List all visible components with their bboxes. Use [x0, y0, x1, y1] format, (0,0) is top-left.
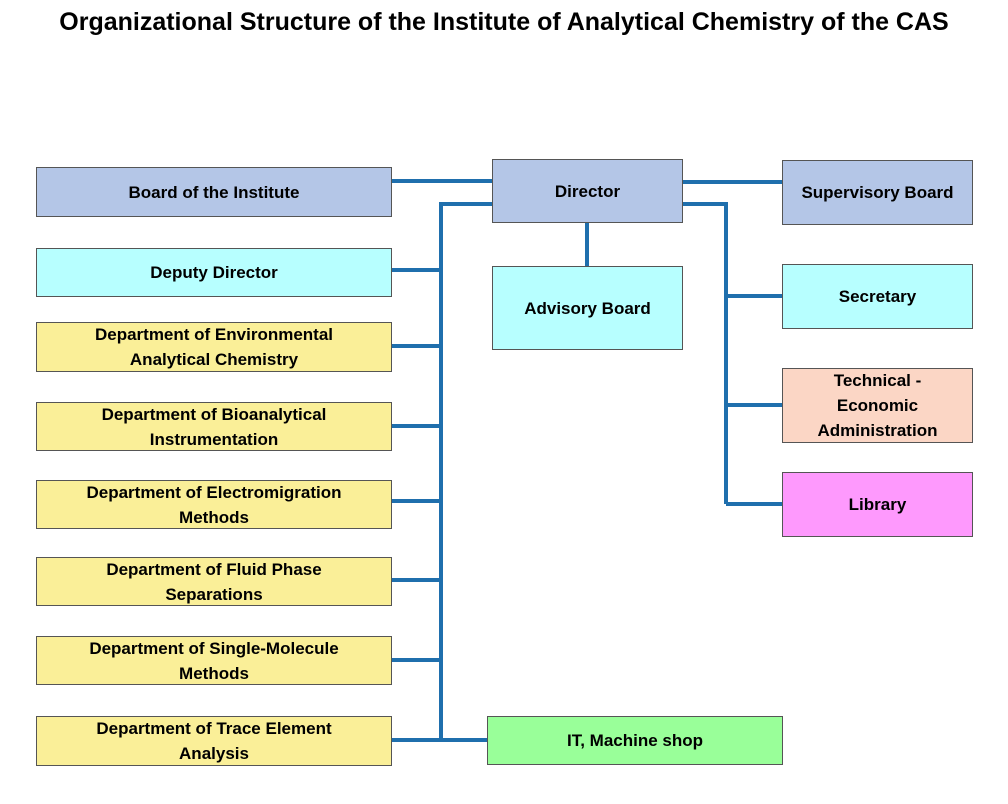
supervisory-board-box: Supervisory Board — [782, 160, 973, 225]
it-machine-shop-label: IT, Machine shop — [566, 731, 704, 750]
connector-director-left-trunk — [439, 202, 492, 740]
advisory-board-label: Advisory Board — [524, 298, 651, 318]
director-label: Director — [554, 181, 621, 201]
connector-director-right-trunk — [682, 202, 728, 504]
dept-environmental-box: Department of Environmental Analytical C… — [36, 322, 392, 372]
dept-trace-element-label: Department of Trace Element Analysis — [96, 719, 332, 763]
dept-fluid-phase-label: Department of Fluid Phase Separations — [106, 559, 322, 604]
dept-single-molecule-label: Department of Single-Molecule Methods — [89, 638, 339, 683]
board-of-institute-box: Board of the Institute — [36, 167, 392, 217]
dept-bioanalytical-label: Department of Bioanalytical Instrumentat… — [101, 404, 327, 449]
supervisory-board-label: Supervisory Board — [801, 183, 954, 202]
secretary-label: Secretary — [838, 287, 917, 306]
dept-single-molecule-box: Department of Single-Molecule Methods — [36, 636, 392, 685]
advisory-board-box: Advisory Board — [492, 266, 683, 350]
dept-bioanalytical-box: Department of Bioanalytical Instrumentat… — [36, 402, 392, 451]
deputy-director-box: Deputy Director — [36, 248, 392, 297]
dept-environmental-label: Department of Environmental Analytical C… — [94, 325, 334, 369]
technical-economic-administration-box: Technical - Economic Administration — [782, 368, 973, 443]
library-box: Library — [782, 472, 973, 537]
it-machine-shop-box: IT, Machine shop — [487, 716, 783, 765]
diagram-title: Organizational Structure of the Institut… — [59, 8, 949, 36]
technical-economic-administration-label: Technical - Economic Administration — [817, 371, 938, 440]
dept-electromigration-label: Department of Electromigration Methods — [86, 482, 342, 527]
deputy-director-label: Deputy Director — [150, 263, 278, 282]
dept-fluid-phase-box: Department of Fluid Phase Separations — [36, 557, 392, 606]
director-box: Director — [492, 159, 683, 223]
dept-trace-element-box: Department of Trace Element Analysis — [36, 716, 392, 766]
secretary-box: Secretary — [782, 264, 973, 329]
library-label: Library — [848, 495, 907, 514]
dept-electromigration-box: Department of Electromigration Methods — [36, 480, 392, 529]
board-of-institute-label: Board of the Institute — [128, 182, 300, 202]
